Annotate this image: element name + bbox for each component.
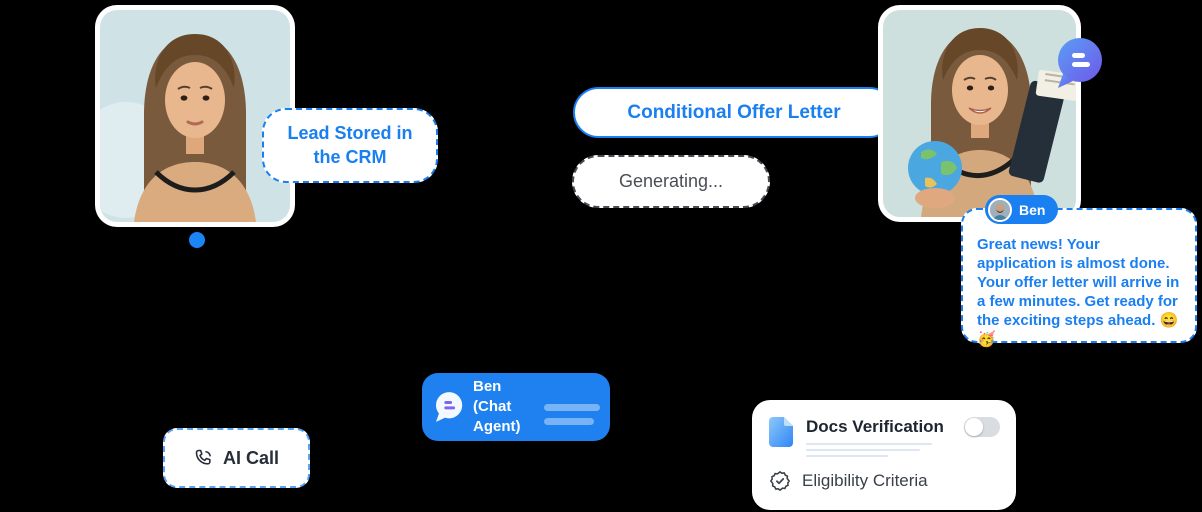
docs-verification-title: Docs Verification (806, 417, 944, 436)
chat-agent-bubble-icon (435, 392, 463, 422)
docs-verification-card: Docs Verification Eligibility Criteria (752, 400, 1016, 510)
lead-photo (100, 10, 290, 222)
lead-stored-label-text: Lead Stored in the CRM (287, 123, 413, 167)
chat-agent-label: Ben (Chat Agent) (473, 377, 521, 436)
agent-name-badge: Ben (985, 195, 1059, 224)
chat-agent-card[interactable]: Ben (Chat Agent) (422, 373, 610, 441)
eligibility-label: Eligibility Criteria (802, 471, 928, 490)
agent-avatar (988, 197, 1012, 222)
docs-verification-row: Docs Verification (769, 417, 1000, 457)
ai-call-button[interactable]: AI Call (163, 428, 310, 488)
ai-call-label: AI Call (222, 447, 279, 468)
docs-verification-texts: Docs Verification (806, 417, 944, 457)
offer-letter-button[interactable]: Conditional Offer Letter (573, 87, 895, 138)
chat-agent-skeleton-lines (544, 403, 600, 425)
lead-stored-label: Lead Stored in the CRM (262, 108, 438, 183)
badge-check-icon (770, 471, 790, 491)
lead-photo-card (95, 5, 295, 227)
generating-status-text: Generating... (618, 171, 724, 191)
docs-verification-toggle[interactable] (964, 417, 1000, 437)
toggle-knob (965, 418, 983, 436)
generating-status: Generating... (572, 155, 770, 208)
agent-name-text: Ben (1019, 201, 1046, 218)
student-photo (883, 10, 1076, 217)
phone-icon (195, 449, 211, 465)
connector-dot (189, 232, 205, 248)
offer-letter-label: Conditional Offer Letter (627, 101, 841, 123)
chat-message-box: Great news! Your application is almost d… (961, 208, 1197, 348)
document-icon (769, 417, 793, 447)
eligibility-row: Eligibility Criteria (769, 470, 1000, 492)
chat-message-text: Great news! Your application is almost d… (977, 236, 1180, 348)
docs-skeleton-lines (806, 443, 944, 457)
student-photo-card (878, 5, 1081, 222)
chat-bubble-icon (1058, 38, 1102, 88)
